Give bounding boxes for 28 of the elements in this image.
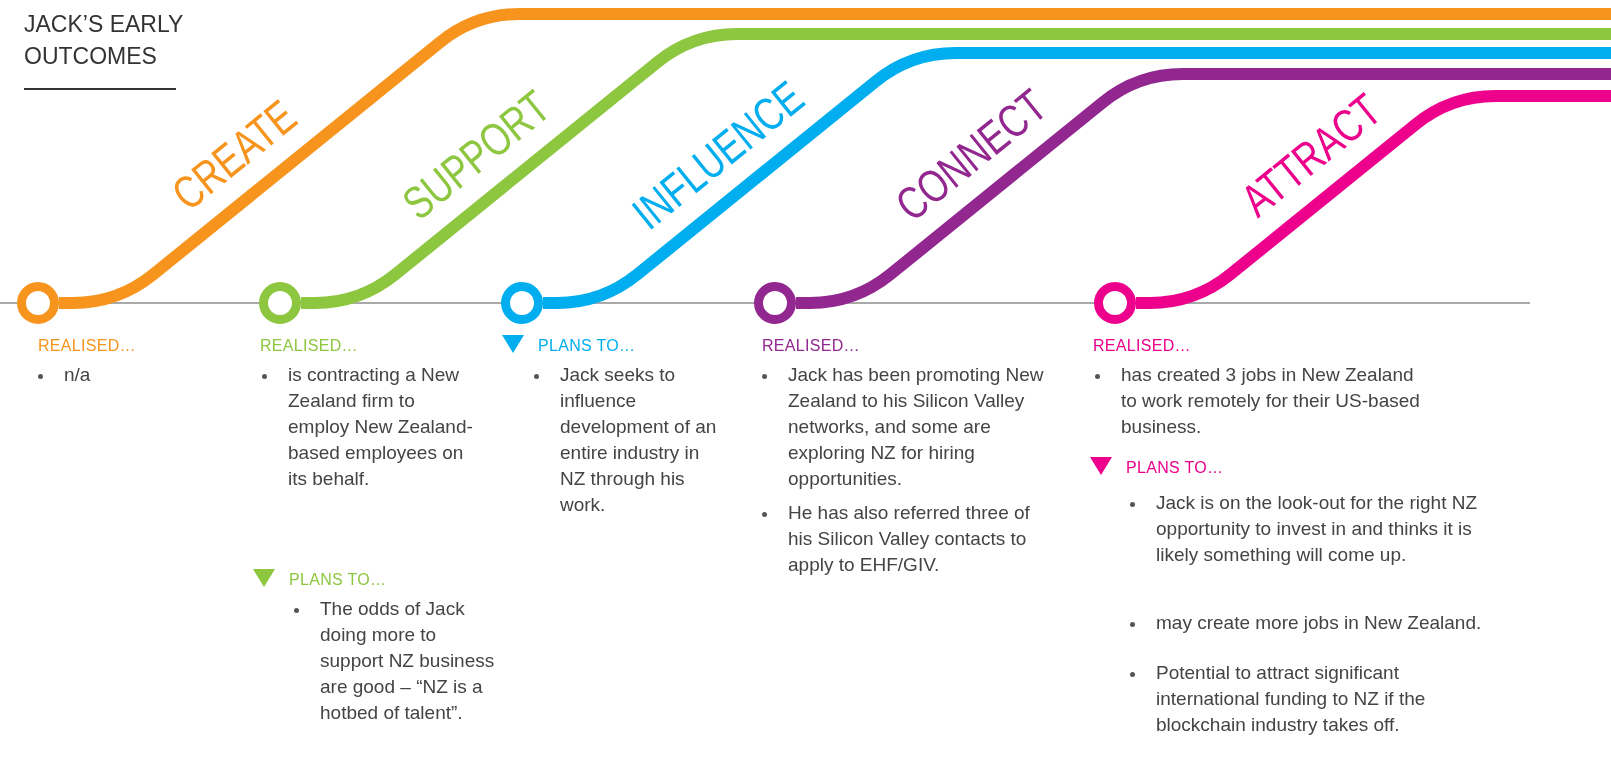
track-line <box>58 8 1611 309</box>
section-heading: PLANS TO… <box>289 570 387 590</box>
station-circle <box>501 282 543 324</box>
bullet-text: Potential to attract significant international funding to NZ if the blockchain industry takes off. <box>1156 661 1427 737</box>
section-heading: REALISED… <box>38 336 136 356</box>
bullet-text: The odds of Jack doing more to support NZ business are good – “NZ is a hotbed of talent”. <box>320 597 495 725</box>
section-heading: PLANS TO… <box>1126 458 1224 478</box>
bullet-text: n/a <box>64 363 92 387</box>
track-line <box>796 68 1611 309</box>
bullet-text: He has also referred three of his Silicon Valley contacts to apply to EHF/GIV. <box>788 501 1031 577</box>
bullet-text: has created 3 jobs in New Zealand to work remotely for their US-based business. <box>1121 363 1421 439</box>
station-circle <box>259 282 301 324</box>
section-heading: PLANS TO… <box>538 336 636 356</box>
bullet-text: Jack is on the look-out for the right NZ opportunity to invest in and thinks it is likely something will come up. <box>1156 491 1479 567</box>
section-heading: REALISED… <box>762 336 860 356</box>
track-line <box>1136 90 1611 309</box>
track-line <box>543 47 1611 309</box>
bullet-text: is contracting a New Zealand firm to employ New Zealand-based employees on its behalf. <box>288 363 474 491</box>
bullet-text: Jack has been promoting New Zealand to his Silicon Valley networks, and some are exploring NZ for hiring opportunities. <box>788 363 1045 491</box>
section-heading: REALISED… <box>260 336 358 356</box>
bullet-text: Jack seeks to influence development of an entire industry in NZ through his work. <box>560 363 718 517</box>
bullet-text: may create more jobs in New Zealand. <box>1156 611 1483 635</box>
station-circle <box>754 282 796 324</box>
title: JACK’S EARLY OUTCOMES <box>24 10 184 71</box>
section-heading: REALISED… <box>1093 336 1191 356</box>
track-line <box>301 28 1611 309</box>
station-circle <box>1094 282 1136 324</box>
station-circle <box>17 282 59 324</box>
